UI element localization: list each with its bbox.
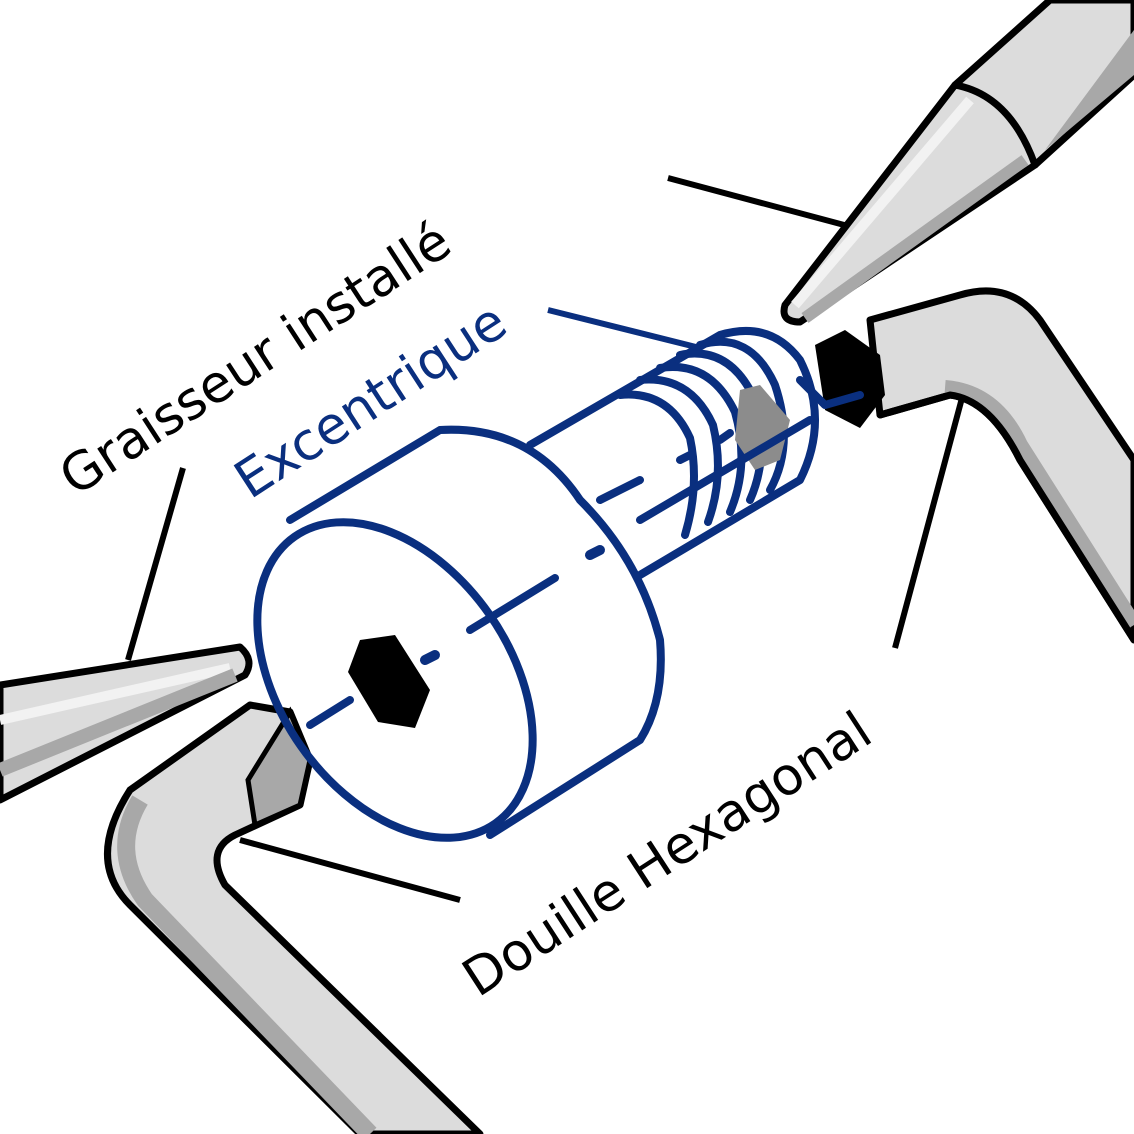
leader-lines [125,175,965,903]
leader-eccentric [547,307,701,351]
grease-nozzle-lower-left-icon [0,643,253,804]
leader-hex-socket-left [239,837,461,903]
grease-nozzle-upper-right-icon [780,0,1134,326]
hex-socket-icon [348,635,430,728]
eccentric-bushing-icon [253,326,864,842]
label-hex-socket: Douille Hexagonal [452,701,882,1009]
leader-upper-nozzle [667,175,849,229]
leader-hex-socket-right [892,397,965,649]
leader-grease-fitting [125,467,186,661]
hex-key-lower-left-icon [104,701,484,1134]
hex-key-upper-right-icon [815,287,1134,644]
